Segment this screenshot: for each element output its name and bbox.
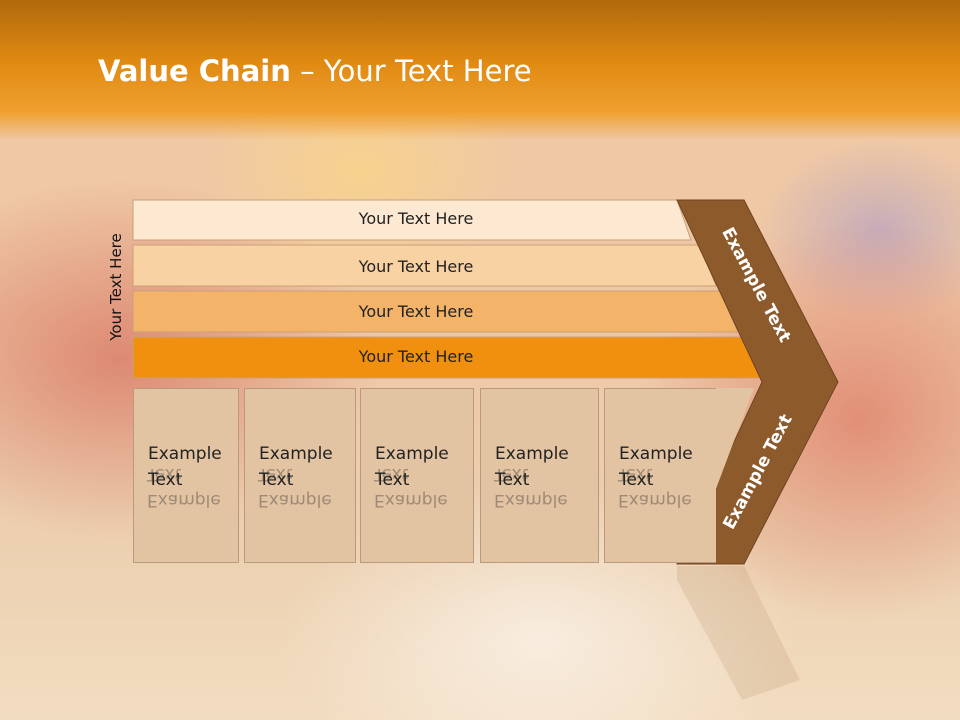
title-band xyxy=(0,0,960,140)
bar-4-label: Your Text Here xyxy=(358,347,474,366)
slide-title: Value Chain – Your Text Here xyxy=(98,54,532,88)
bar-3-shape xyxy=(132,290,739,333)
chevron-reflection xyxy=(677,566,800,700)
bar-1-shape xyxy=(132,199,692,241)
chevron-shape xyxy=(676,199,839,565)
bar-2-shape xyxy=(132,244,717,287)
bar-3-label: Your Text Here xyxy=(358,302,474,321)
bar-1-label: Your Text Here xyxy=(358,209,474,228)
bar-2-label: Your Text Here xyxy=(358,257,474,276)
